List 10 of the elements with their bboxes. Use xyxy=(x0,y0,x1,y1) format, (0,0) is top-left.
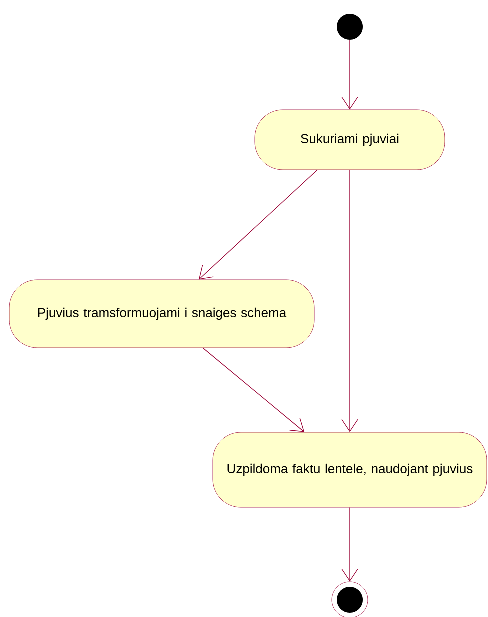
arrow xyxy=(198,170,318,280)
arrow xyxy=(342,40,358,110)
end-node xyxy=(332,582,368,617)
activity-box: Sukuriami pjuviai xyxy=(254,110,446,170)
activity-box: Uzpildoma faktu lentele, naudojant pjuvius xyxy=(212,432,488,508)
start-node xyxy=(337,14,363,40)
activity-box: Pjuvius tramsformuojami i snaiges schema xyxy=(9,280,315,348)
arrow xyxy=(202,348,305,432)
arrow xyxy=(342,170,358,432)
arrow xyxy=(342,507,358,582)
